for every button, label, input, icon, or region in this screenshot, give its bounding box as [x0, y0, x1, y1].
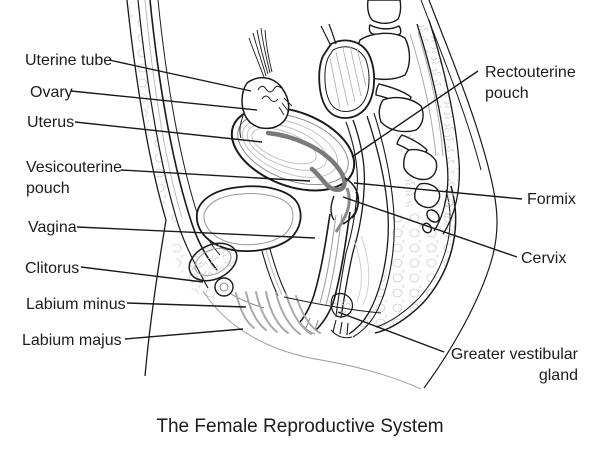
leader-lines	[70, 59, 523, 353]
leader-greater-vestibular-gland	[337, 311, 445, 353]
label-vesicouterine-pouch: Vesicouterine pouch	[26, 159, 123, 197]
label-vagina: Vagina	[28, 219, 77, 236]
sigmoid-colon	[318, 23, 376, 119]
label-labium-majus: Labium majus	[22, 332, 122, 349]
label-ovary: Ovary	[30, 84, 73, 101]
pubic-bone	[188, 242, 265, 309]
leader-vesicouterine-pouch	[120, 169, 311, 182]
urethra	[261, 248, 287, 297]
leader-labium-minus	[126, 302, 247, 308]
label-rectouterine-pouch: Rectouterine pouch	[485, 64, 576, 102]
perineal-line	[283, 296, 382, 314]
leader-formix	[353, 182, 523, 200]
vestibular-gland-shape	[330, 292, 354, 318]
leader-clitorus	[80, 266, 204, 283]
leader-uterus	[74, 121, 263, 143]
label-uterus: Uterus	[27, 114, 75, 131]
leader-uterine-tube	[108, 59, 252, 92]
label-clitorus: Clitorus	[25, 260, 80, 277]
ovary-and-tube	[239, 27, 293, 139]
label-labium-minus: Labium minus	[26, 296, 126, 313]
leader-cervix	[342, 196, 518, 258]
leader-labium-majus	[124, 328, 244, 340]
leader-rectouterine-pouch	[351, 70, 479, 158]
labia-folds	[235, 291, 321, 335]
label-formix: Formix	[527, 191, 576, 208]
body-outline	[126, 0, 498, 390]
rectum	[330, 112, 395, 339]
figure-title: The Female Reproductive System	[156, 416, 444, 437]
label-greater-vestibular-gland: Greater vestibular gland	[450, 346, 578, 384]
clitoris-shape	[214, 277, 234, 297]
label-uterine-tube: Uterine tube	[25, 52, 113, 69]
leader-vagina	[76, 226, 316, 239]
label-cervix: Cervix	[521, 250, 567, 267]
leader-ovary	[70, 90, 258, 111]
